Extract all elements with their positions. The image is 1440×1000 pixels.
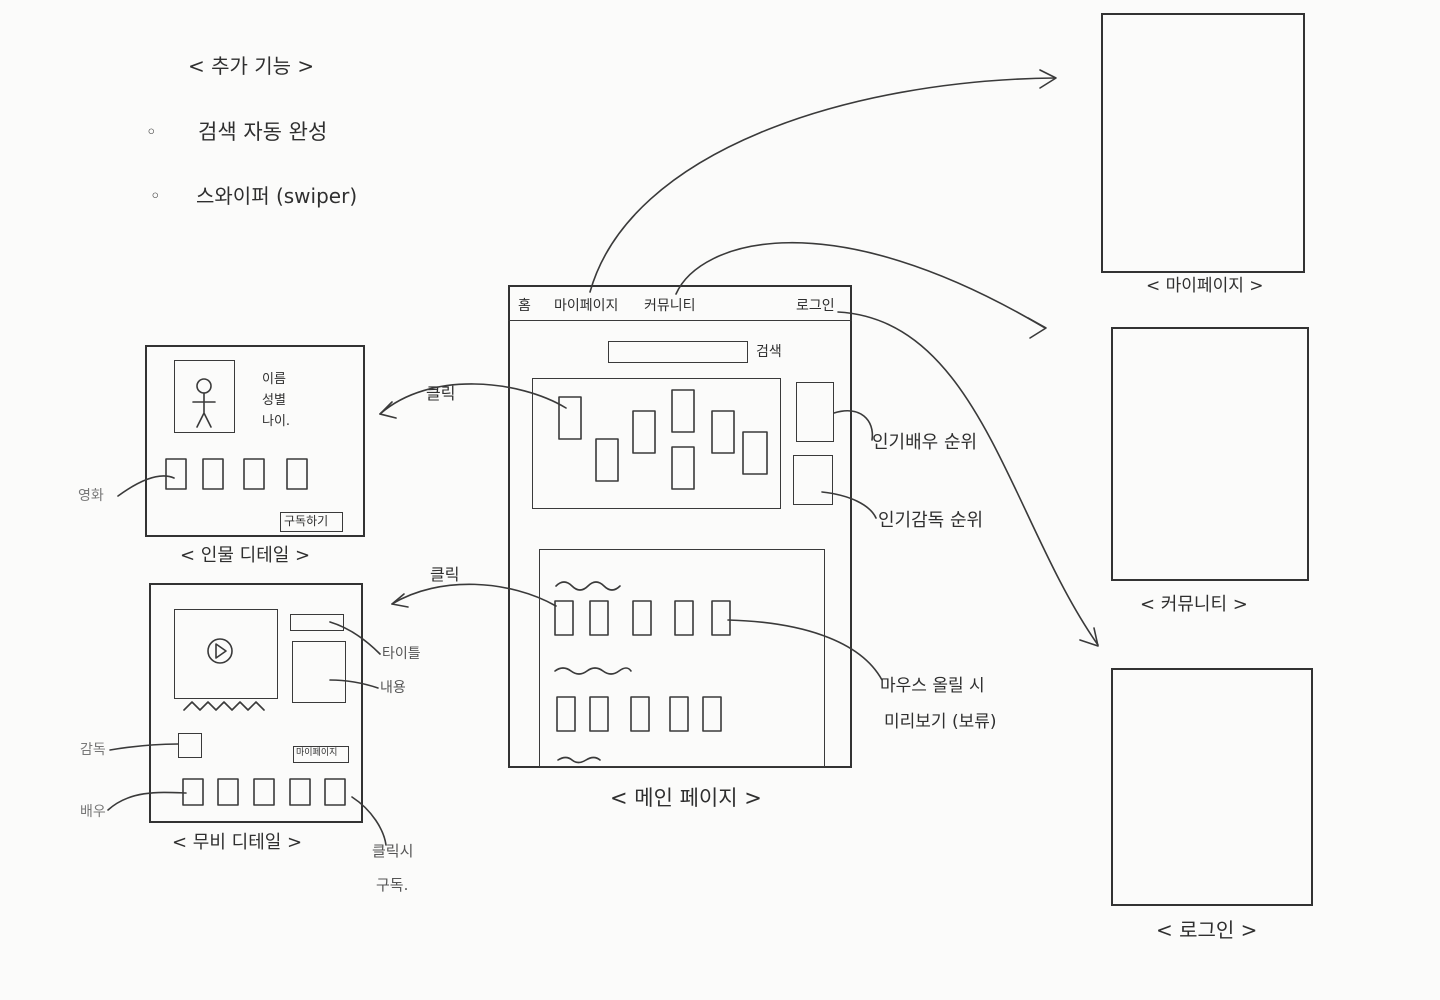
nav-home[interactable]: 홈 [518, 298, 531, 314]
notes-bullet-2: ◦ [150, 186, 161, 207]
label-hover-preview-2: 미리보기 (보류) [884, 712, 997, 732]
notes-item-autocomplete: 검색 자동 완성 [198, 120, 328, 144]
movie-content-box [292, 641, 346, 703]
subscribe-button[interactable] [280, 512, 343, 532]
label-hover-preview-1: 마우스 올릴 시 [880, 676, 985, 696]
mypage-caption: < 마이페이지 > [1146, 276, 1264, 296]
label-title: 타이틀 [382, 646, 421, 662]
person-photo [174, 360, 235, 433]
login-caption: < 로그인 > [1156, 918, 1258, 942]
person-detail-caption: < 인물 디테일 > [180, 545, 311, 566]
notes-title: < 추가 기능 > [188, 54, 315, 78]
director-card[interactable] [178, 733, 202, 758]
search-label[interactable]: 검색 [756, 344, 782, 360]
person-info-gender: 성별 [262, 393, 286, 408]
label-click-top: 클릭 [426, 384, 456, 403]
community-frame [1111, 327, 1309, 581]
notes-bullet-1: ◦ [146, 122, 157, 143]
trailer-player[interactable] [174, 609, 278, 699]
nav-divider [508, 320, 852, 321]
label-popular-actor-rank: 인기배우 순위 [872, 432, 978, 453]
nav-mypage[interactable]: 마이페이지 [554, 298, 619, 314]
notes-item-swiper: 스와이퍼 (swiper) [196, 184, 358, 208]
search-input[interactable] [608, 341, 748, 363]
login-frame [1111, 668, 1313, 906]
swiper-carousel[interactable] [532, 378, 781, 509]
subscribe-button-label: 구독하기 [284, 514, 329, 528]
label-click-bottom: 클릭 [430, 565, 460, 584]
movie-detail-frame [149, 583, 363, 823]
mypage-frame [1101, 13, 1305, 273]
movie-title-box [290, 614, 344, 631]
nav-login[interactable]: 로그인 [796, 298, 835, 314]
person-info-age: 나이. [262, 414, 291, 429]
label-filmography: 영화 [78, 488, 104, 504]
label-popular-director-rank: 인기감독 순위 [878, 510, 984, 531]
movie-list-panel [539, 549, 825, 767]
community-caption: < 커뮤니티 > [1140, 594, 1248, 615]
director-rank-card[interactable] [793, 455, 833, 505]
mypage-mini-button[interactable] [293, 746, 349, 763]
movie-detail-caption: < 무비 디테일 > [172, 832, 303, 853]
label-click-subscribe-1: 클릭시 [372, 842, 414, 860]
actor-rank-card[interactable] [796, 382, 834, 442]
label-director: 감독 [80, 742, 106, 758]
person-detail-frame [145, 345, 365, 537]
nav-community[interactable]: 커뮤니티 [644, 298, 696, 314]
main-page-caption: < 메인 페이지 > [610, 786, 762, 810]
label-content: 내용 [380, 680, 406, 696]
mypage-mini-button-label: 마이페이지 [296, 748, 338, 758]
person-info-name: 이름 [262, 372, 286, 387]
label-click-subscribe-2: 구독. [376, 876, 409, 894]
label-actor: 배우 [80, 804, 106, 820]
